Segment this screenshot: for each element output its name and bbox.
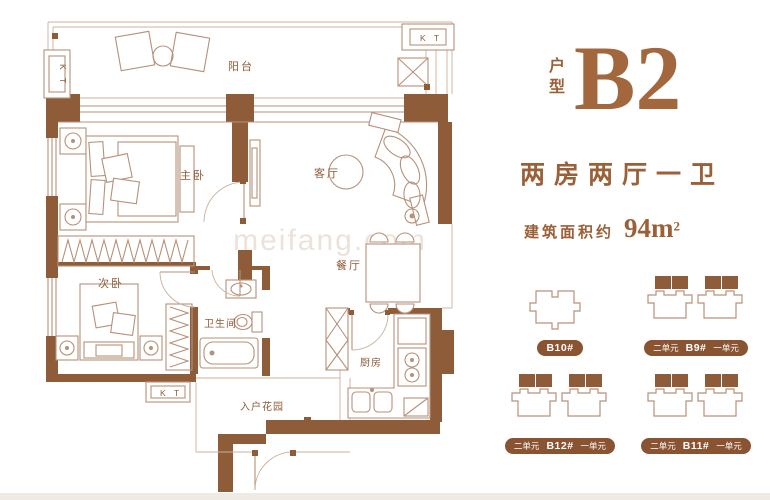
kt-box-top: K T (401, 23, 455, 51)
label-entry-garden: 入户花园 (240, 400, 284, 413)
building-right-unit: 一单元 (580, 440, 607, 451)
area-value: 94m (624, 212, 674, 243)
doors (159, 178, 390, 491)
unit-title: 户型 B2 (490, 0, 770, 129)
building-footprint-b11 (647, 373, 743, 417)
area-line: 建筑面积约 94m2 (524, 213, 770, 244)
floor-plan: meifang.com (43, 21, 455, 492)
building-pill-b12: 二单元 B12# 一单元 (504, 437, 616, 454)
walls (46, 94, 454, 492)
building-left-unit: 二单元 (513, 440, 540, 451)
building-pill-b10: B10# (537, 339, 583, 356)
label-second-bedroom: 次卧 (98, 276, 124, 290)
building-right-unit: 一单元 (716, 440, 742, 451)
building-left-unit: 二单元 (650, 440, 676, 451)
building-cell-b9: 二单元 B9# 一单元 (644, 274, 748, 356)
label-master-bedroom: 主卧 (180, 169, 206, 182)
building-left-unit: 二单元 (653, 342, 679, 353)
unit-type-label: 户型 (546, 57, 563, 100)
label-living-room: 客厅 (314, 166, 340, 180)
kt-top-label: K T (420, 33, 442, 43)
kt-left-label: K T (58, 64, 68, 86)
balcony-furniture (114, 30, 211, 73)
building-name: B11# (682, 439, 710, 452)
building-cell-b12: 二单元 B12# 一单元 (504, 372, 616, 454)
building-cell-b11: 二单元 B11# 一单元 (641, 372, 751, 454)
master-bed (59, 127, 195, 231)
bathroom-fixtures (199, 279, 263, 369)
second-bed (55, 283, 163, 361)
dining-set (365, 232, 421, 314)
info-panel: 户型 B2 两房两厅一卫 建筑面积约 94m2 B10# (490, 0, 770, 500)
building-name: B10# (546, 341, 574, 354)
label-bathroom: 卫生间 (204, 317, 237, 330)
shaft-box (397, 57, 430, 90)
layout-description: 两房两厅一卫 (520, 161, 725, 189)
page-bottom-edge (0, 493, 770, 500)
room-labels: 阳台 主卧 客厅 次卧 餐厅 卫生间 厨房 入户花园 (98, 59, 382, 413)
kt-box-left: K T (43, 49, 71, 99)
building-footprint-b12 (511, 373, 607, 417)
area-prefix: 建筑面积约 (524, 224, 615, 241)
kt-bottom-label: K T (160, 388, 182, 398)
balcony-outline (47, 21, 453, 94)
building-pill-b9: 二单元 B9# 一单元 (644, 339, 748, 356)
building-right-unit: 一单元 (713, 342, 739, 353)
label-balcony: 阳台 (228, 59, 254, 73)
building-footprint-b9 (647, 275, 743, 319)
living-room-furniture (249, 111, 430, 226)
building-footprint-b10 (529, 290, 581, 330)
building-cell-b10: B10# (528, 288, 592, 356)
tall-wardrobe (165, 303, 193, 371)
building-name: B12# (546, 439, 574, 452)
master-wardrobe (57, 235, 195, 267)
label-dining-room: 餐厅 (336, 258, 362, 272)
building-locator-grid: B10# 二单元 (504, 274, 770, 454)
unit-name: B2 (574, 27, 682, 129)
building-pill-b11: 二单元 B11# 一单元 (641, 437, 751, 454)
label-kitchen: 厨房 (360, 356, 382, 369)
building-name: B9# (685, 341, 707, 354)
kt-box-bottom: K T (145, 381, 191, 403)
area-exponent: 2 (673, 218, 681, 234)
kitchen-fixtures (325, 307, 431, 419)
